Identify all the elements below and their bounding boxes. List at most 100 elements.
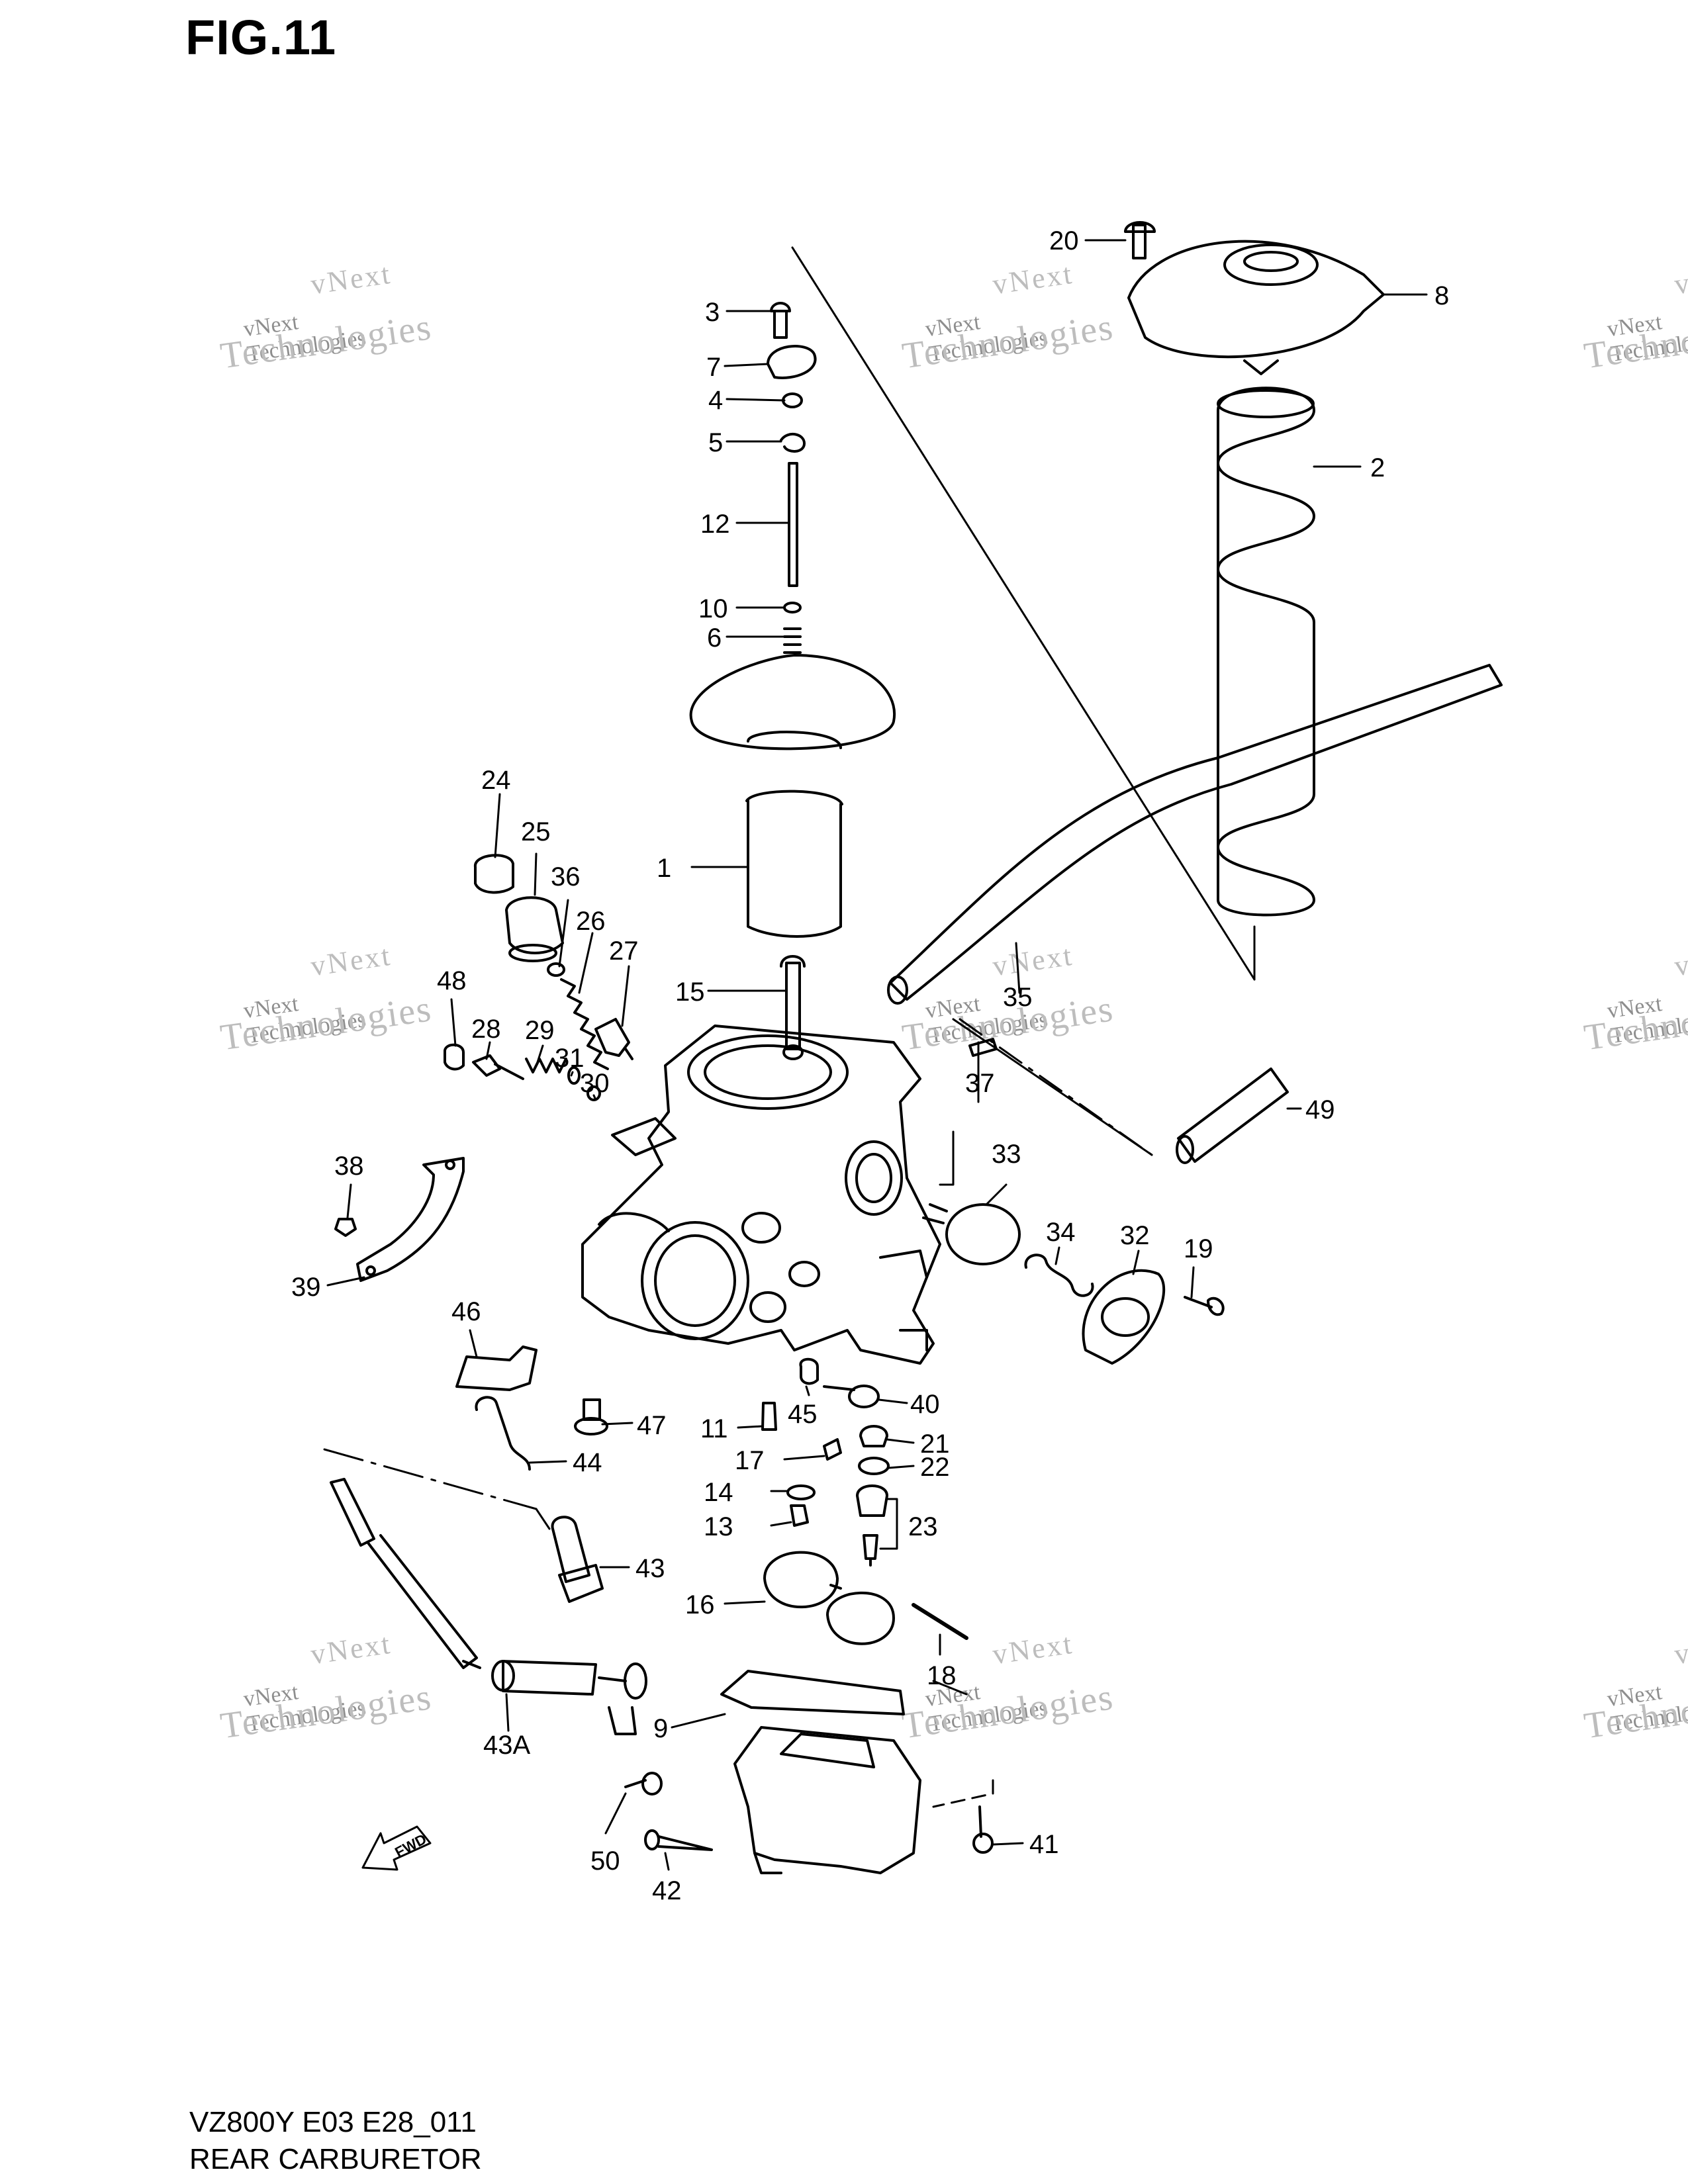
callout-8: 8 bbox=[1434, 281, 1449, 310]
jet-17 bbox=[823, 1438, 842, 1461]
screw-50 bbox=[624, 1772, 663, 1796]
starter-plunger bbox=[505, 896, 564, 962]
callout-32: 32 bbox=[1120, 1221, 1150, 1250]
cap-48 bbox=[444, 1043, 465, 1071]
vacuum-piston bbox=[689, 654, 896, 938]
rubber-cap bbox=[474, 854, 514, 894]
pilot-spring bbox=[525, 1058, 567, 1073]
choke-plunger bbox=[491, 1660, 647, 1735]
callout-17: 17 bbox=[735, 1446, 765, 1475]
float-valve bbox=[856, 1484, 888, 1567]
throttle-bracket bbox=[356, 1157, 465, 1282]
callout-24: 24 bbox=[481, 766, 511, 795]
fwd-label: FWD bbox=[392, 1831, 429, 1861]
screw-19 bbox=[1184, 1296, 1225, 1316]
piston-spring bbox=[1217, 387, 1315, 917]
bracket-screw bbox=[334, 1218, 357, 1237]
callout-22: 22 bbox=[920, 1453, 950, 1482]
callout-48: 48 bbox=[437, 966, 467, 995]
fitting-37 bbox=[968, 1038, 998, 1057]
needle-spacer bbox=[782, 392, 803, 408]
callout-39: 39 bbox=[291, 1273, 321, 1302]
needle-retainer-plate bbox=[767, 345, 817, 379]
needle-spring bbox=[783, 627, 802, 654]
callout-30: 30 bbox=[580, 1069, 610, 1098]
o-ring-30 bbox=[586, 1085, 601, 1101]
plunger-spring bbox=[560, 978, 609, 1070]
callout-50: 50 bbox=[590, 1846, 620, 1876]
pilot-screw bbox=[472, 1054, 524, 1080]
needle-washer bbox=[783, 602, 802, 614]
callout-31: 31 bbox=[555, 1044, 585, 1073]
callout-11: 11 bbox=[700, 1414, 728, 1443]
assembly-guide-lines bbox=[323, 246, 1256, 1808]
callout-44: 44 bbox=[573, 1448, 602, 1477]
callout-29: 29 bbox=[525, 1016, 555, 1045]
float-bowl bbox=[720, 1670, 921, 1874]
callout-28: 28 bbox=[471, 1015, 501, 1044]
small-tube bbox=[1176, 1068, 1289, 1164]
callout-10: 10 bbox=[698, 594, 728, 623]
cover-screw bbox=[1124, 221, 1156, 259]
carburetor-body bbox=[581, 1024, 941, 1365]
screw-41 bbox=[972, 1805, 994, 1854]
throttle-stop-screw bbox=[551, 1516, 604, 1603]
callout-45: 45 bbox=[788, 1400, 818, 1429]
spring-34 bbox=[1024, 1253, 1094, 1297]
fwd-arrow bbox=[361, 1825, 432, 1871]
callout-37: 37 bbox=[965, 1069, 995, 1098]
float bbox=[763, 1551, 895, 1645]
callout-2: 2 bbox=[1370, 453, 1385, 482]
washer-22 bbox=[858, 1457, 890, 1475]
screw-47 bbox=[574, 1398, 608, 1435]
callout-26: 26 bbox=[576, 907, 606, 936]
starter-valve bbox=[594, 1018, 633, 1060]
choke-cable bbox=[330, 1478, 481, 1669]
callout-1: 1 bbox=[657, 854, 671, 883]
washer-31 bbox=[567, 1066, 581, 1085]
callout-36: 36 bbox=[551, 862, 581, 891]
needle-e-clip bbox=[780, 433, 806, 453]
callout-16: 16 bbox=[685, 1590, 715, 1619]
callout-27: 27 bbox=[609, 936, 639, 966]
vent-hose bbox=[887, 664, 1503, 1005]
callout-3: 3 bbox=[705, 298, 720, 327]
figure-title: FIG.11 bbox=[185, 10, 337, 65]
callout-14: 14 bbox=[704, 1478, 733, 1507]
callout-15: 15 bbox=[675, 978, 705, 1007]
callout-18: 18 bbox=[927, 1661, 957, 1690]
bracket-46 bbox=[455, 1345, 538, 1391]
jet-11 bbox=[761, 1402, 777, 1431]
callout-47: 47 bbox=[637, 1411, 667, 1440]
callout-43: 43 bbox=[635, 1554, 665, 1583]
callout-21: 21 bbox=[920, 1430, 950, 1459]
callout-6: 6 bbox=[707, 623, 722, 653]
jet-21 bbox=[859, 1425, 888, 1447]
callout-13: 13 bbox=[704, 1512, 733, 1541]
model-code: VZ800Y E03 E28_011 bbox=[189, 2106, 477, 2138]
callout-4: 4 bbox=[708, 386, 723, 415]
screw-40 bbox=[823, 1385, 880, 1408]
leader-lines bbox=[326, 239, 1428, 1871]
diaphragm-33 bbox=[922, 1203, 1021, 1265]
jet-needle bbox=[788, 462, 798, 587]
cover-32 bbox=[1082, 1269, 1166, 1365]
plug-45 bbox=[799, 1357, 819, 1385]
callout-7: 7 bbox=[706, 353, 721, 382]
needle-jet bbox=[780, 955, 806, 1060]
callout-46: 46 bbox=[451, 1297, 481, 1326]
callout-35: 35 bbox=[1003, 983, 1033, 1012]
callout-43A: 43A bbox=[483, 1731, 530, 1760]
float-pin bbox=[912, 1603, 968, 1640]
jet-13 bbox=[790, 1504, 809, 1527]
callout-40: 40 bbox=[910, 1390, 940, 1419]
diagram-caption: REAR CARBURETOR bbox=[189, 2143, 482, 2175]
callout-25: 25 bbox=[521, 817, 551, 846]
callout-20: 20 bbox=[1049, 226, 1079, 255]
callout-19: 19 bbox=[1184, 1234, 1213, 1263]
callout-5: 5 bbox=[708, 428, 723, 457]
callout-9: 9 bbox=[653, 1714, 668, 1743]
needle-retainer-screw bbox=[770, 302, 791, 339]
carburetor-top-cover bbox=[1127, 240, 1385, 375]
